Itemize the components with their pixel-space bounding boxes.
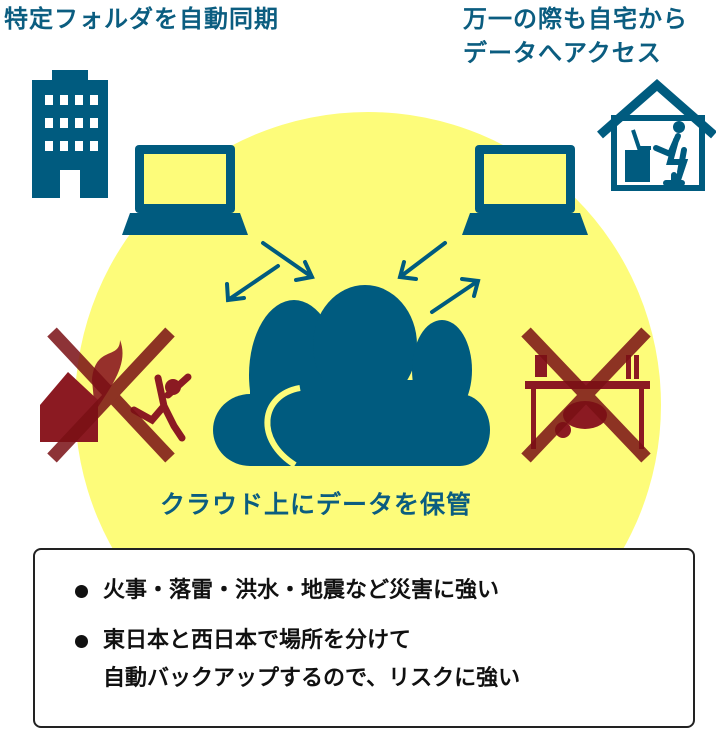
benefit-text: 自動バックアップするので、リスクに強い <box>103 666 521 691</box>
office-building-icon <box>32 70 108 198</box>
home-office-icon <box>597 79 716 191</box>
remote-access-label-line2: データへアクセス <box>463 39 662 67</box>
benefit-text: 東日本と西日本で場所を分けて <box>103 628 412 653</box>
bullet-icon <box>75 585 88 598</box>
laptop-right-icon <box>462 145 588 235</box>
benefits-box: 火事・落雷・洪水・地震など災害に強い 東日本と西日本で場所を分けて 自動バックア… <box>33 548 695 728</box>
cross-mark-icon <box>47 327 175 463</box>
benefit-item: 火事・落雷・洪水・地震など災害に強い <box>75 572 500 610</box>
sync-arrows-icon <box>225 241 481 314</box>
remote-access-label-line1: 万一の際も自宅から <box>463 5 688 33</box>
benefit-item: 東日本と西日本で場所を分けて 自動バックアップするので、リスクに強い <box>75 622 521 698</box>
sync-folder-label: 特定フォルダを自動同期 <box>4 5 279 33</box>
laptop-left-icon <box>122 145 248 235</box>
cross-mark-icon <box>521 327 651 463</box>
benefit-text: 火事・落雷・洪水・地震など災害に強い <box>103 578 500 603</box>
cloud-storage-label: クラウド上にデータを保管 <box>160 490 473 519</box>
cloud-icon <box>213 285 490 468</box>
bullet-icon <box>75 635 88 648</box>
